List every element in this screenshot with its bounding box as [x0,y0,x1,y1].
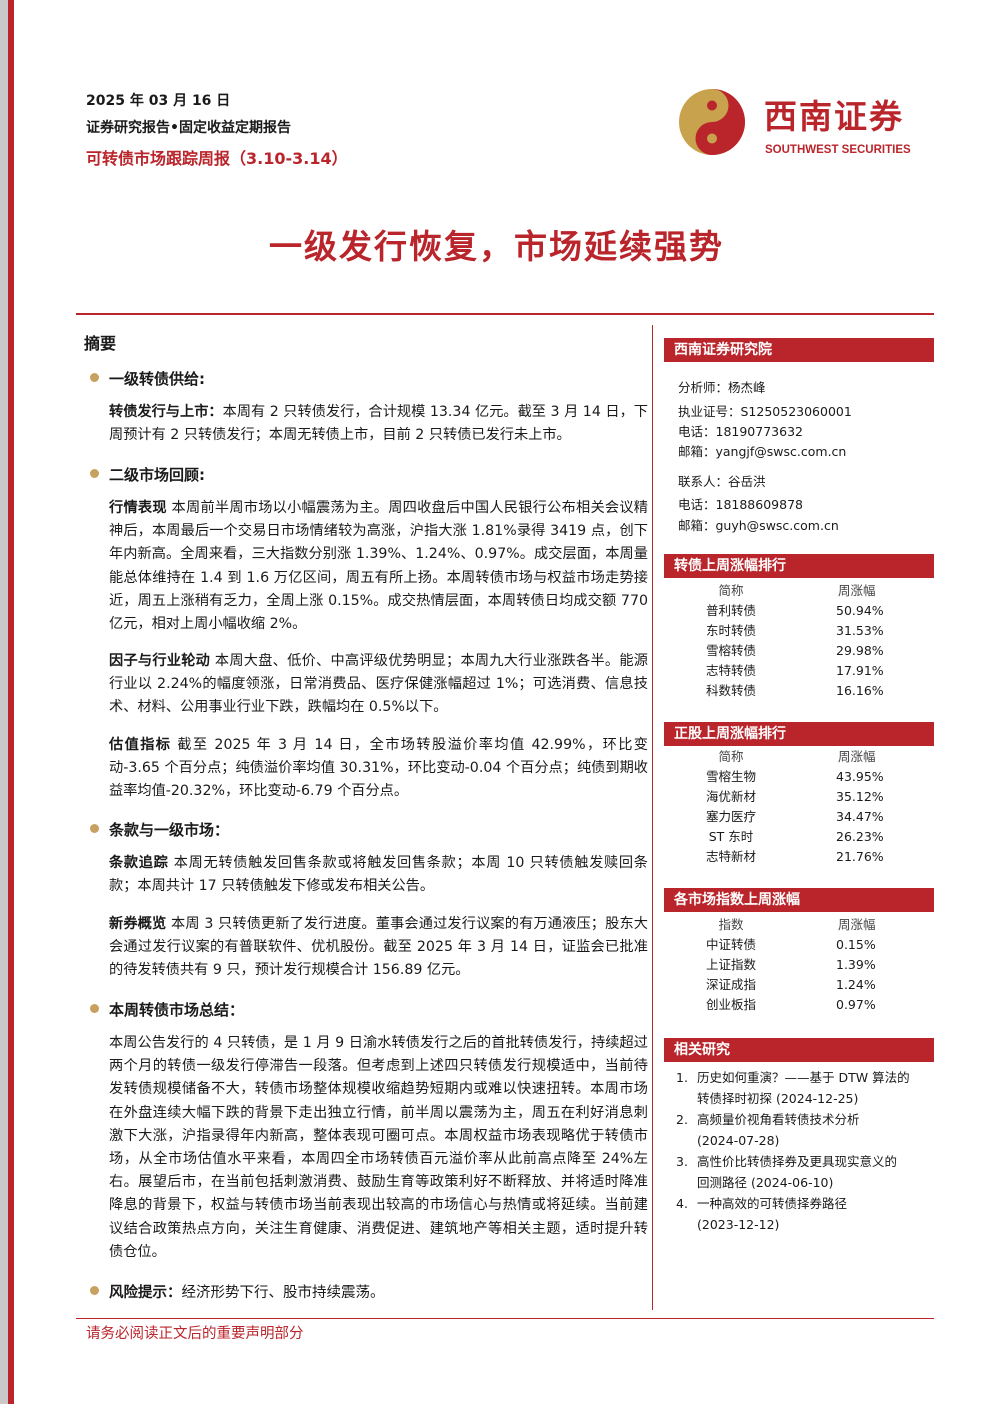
table-title-stock-gainers: 正股上周涨幅排行 [664,722,934,746]
bullet-icon [90,469,99,478]
list-item[interactable]: 2. 高频量价视角看转债技术分析 (2024-07-28) [676,1112,860,1148]
analyst-phone: 电话：18190773632 [678,424,803,439]
paragraph-label: 估值指标 [109,737,172,753]
paragraph-label: 条款追踪 [109,855,169,871]
paragraph-factor-rotation: 因子与行业轮动 本周大盘、低价、中高评级优势明显；本周九大行业涨跌各半。能源行业… [109,653,648,716]
column-divider [652,325,653,1310]
footer-disclaimer: 请务必阅读正文后的重要声明部分 [86,1326,304,1342]
analyst-license: 执业证号：S1250523060001 [678,404,852,419]
logo-english-name: SOUTHWEST SECURITIES [765,144,911,156]
section-weekly-summary: 本周转债市场总结： [90,999,244,1020]
paragraph-label: 因子与行业轮动 [109,653,211,669]
contact-phone: 电话：18188609878 [678,497,803,512]
related-research-list: 1. 历史如何重演？——基于 DTW 算法的 转债择时初探 (2024-12-2… [664,1067,934,1235]
analyst-name: 分析师：杨杰峰 [678,380,766,395]
related-research-bar: 相关研究 [664,1038,934,1062]
bullet-icon [90,373,99,382]
logo-mark-icon [679,89,745,155]
company-logo: 西南证券 SOUTHWEST SECURITIES [678,88,938,164]
summary-heading: 摘要 [84,334,117,353]
title-divider [76,313,934,315]
list-item[interactable]: 4. 一种高效的可转债择券路径 (2023-12-12) [676,1196,848,1232]
bullet-icon [90,824,99,833]
paragraph-market-performance: 行情表现 本周前半周市场以小幅震荡为主。周四收盘后中国人民银行公布相关会议精神后… [109,500,648,633]
report-series: 可转债市场跟踪周报（3.10-3.14） [86,149,348,168]
table-title-index-gains: 各市场指数上周涨幅 [664,888,934,912]
bullet-icon [90,1286,99,1295]
report-type: 证券研究报告•固定收益定期报告 [86,120,291,136]
institute-bar: 西南证券研究院 [664,338,934,362]
section-terms-primary: 条款与一级市场： [90,819,229,840]
paragraph-label: 行情表现 [109,500,167,516]
paragraph-new-issues: 新券概览 本周 3 只转债更新了发行进度。董事会通过发行议案的有万通液压；股东大… [109,916,648,979]
contact-email[interactable]: 邮箱：guyh@swsc.com.cn [678,518,839,533]
paragraph-issuance: 转债发行与上市：本周有 2 只转债发行，合计规模 13.34 亿元。截至 3 月… [109,404,648,444]
footer-divider [76,1318,934,1319]
table-header-row: 简称周涨幅 [718,583,876,598]
bullet-icon [90,1004,99,1013]
paragraph-terms-tracking: 条款追踪 本周无转债触发回售条款或将触发回售条款；本周 10 只转债触发赎回条款… [109,855,648,895]
paragraph-weekly-summary: 本周公告发行的 4 只转债，是 1 月 9 日渝水转债发行之后的首批转债发行，持… [109,1035,648,1260]
table-header-row: 简称周涨幅 [718,749,876,764]
list-item[interactable]: 1. 历史如何重演？——基于 DTW 算法的 转债择时初探 (2024-12-2… [676,1070,910,1106]
report-date: 2025 年 03 月 16 日 [86,93,231,109]
risk-warning: 风险提示：经济形势下行、股市持续震荡。 [90,1281,385,1302]
paragraph-label: 转债发行与上市： [109,404,223,420]
analyst-email[interactable]: 邮箱：yangjf@swsc.com.cn [678,444,847,459]
table-title-bond-gainers: 转债上周涨幅排行 [664,554,934,578]
section-secondary-review: 二级市场回顾: [90,464,205,485]
table-header-row: 指数周涨幅 [718,917,876,932]
section-primary-supply: 一级转债供给: [90,368,205,389]
list-item[interactable]: 3. 高性价比转债择券及更具现实意义的 回测路径 (2024-06-10) [676,1154,898,1190]
contact-name: 联系人：谷岳洪 [678,474,766,489]
logo-chinese-name: 西南证券 [764,97,904,136]
left-decorative-stripe [0,0,14,1404]
paragraph-label: 新券概览 [109,916,167,932]
paragraph-valuation: 估值指标 截至 2025 年 3 月 14 日，全市场转股溢价率均值 42.99… [109,737,648,800]
page-title: 一级发行恢复，市场延续强势 [269,227,724,266]
